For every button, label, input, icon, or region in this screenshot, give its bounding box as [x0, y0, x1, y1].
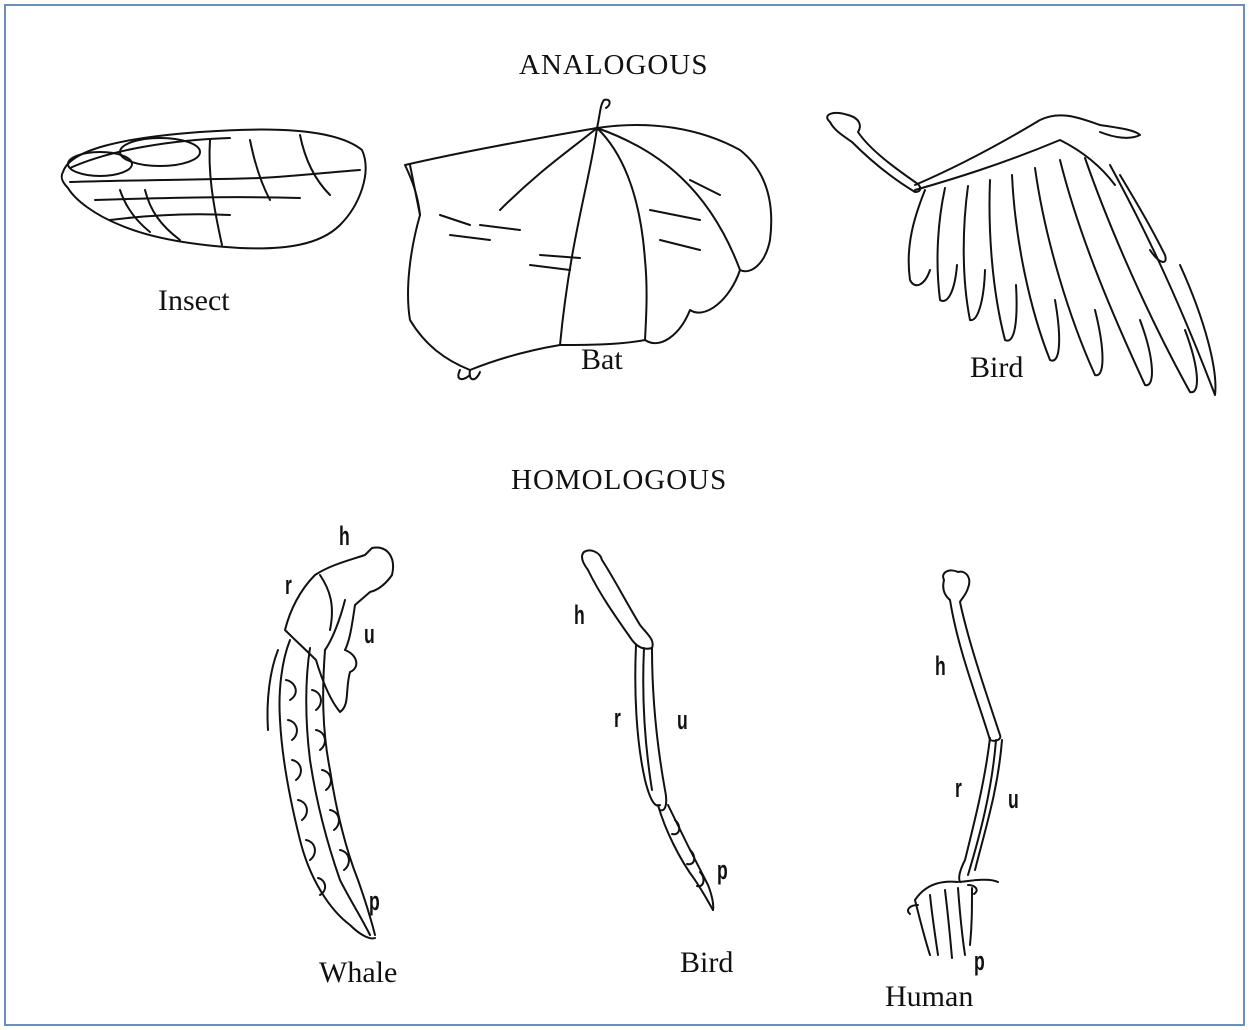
whale-radius-label: r [285, 572, 292, 599]
analogous-heading: ANALOGOUS [519, 51, 708, 80]
whale-flipper-drawing [267, 548, 393, 939]
bird-phalanges-label: p [717, 857, 728, 884]
whale-humerus-label: h [339, 523, 350, 550]
whale-ulna-label: u [364, 621, 375, 648]
bird-forelimb-drawing [582, 550, 713, 910]
insect-label: Insect [158, 286, 230, 316]
homologous-heading: HOMOLOGOUS [511, 466, 727, 495]
bat-wing-drawing [405, 100, 771, 380]
human-radius-label: r [955, 775, 962, 802]
human-phalanges-label: p [974, 948, 985, 975]
bird-radius-label: r [614, 705, 621, 732]
bird-homologous-label: Bird [680, 948, 733, 978]
human-label: Human [885, 982, 973, 1012]
human-humerus-label: h [935, 653, 946, 680]
whale-label: Whale [319, 958, 397, 988]
human-arm-drawing [908, 570, 1002, 958]
bird-humerus-label: h [574, 602, 585, 629]
bird-analogous-label: Bird [970, 353, 1023, 383]
bat-label: Bat [581, 345, 623, 375]
human-ulna-label: u [1008, 786, 1019, 813]
insect-wing-drawing [62, 130, 366, 249]
bird-ulna-label: u [677, 707, 688, 734]
whale-phalanges-label: p [369, 888, 380, 915]
